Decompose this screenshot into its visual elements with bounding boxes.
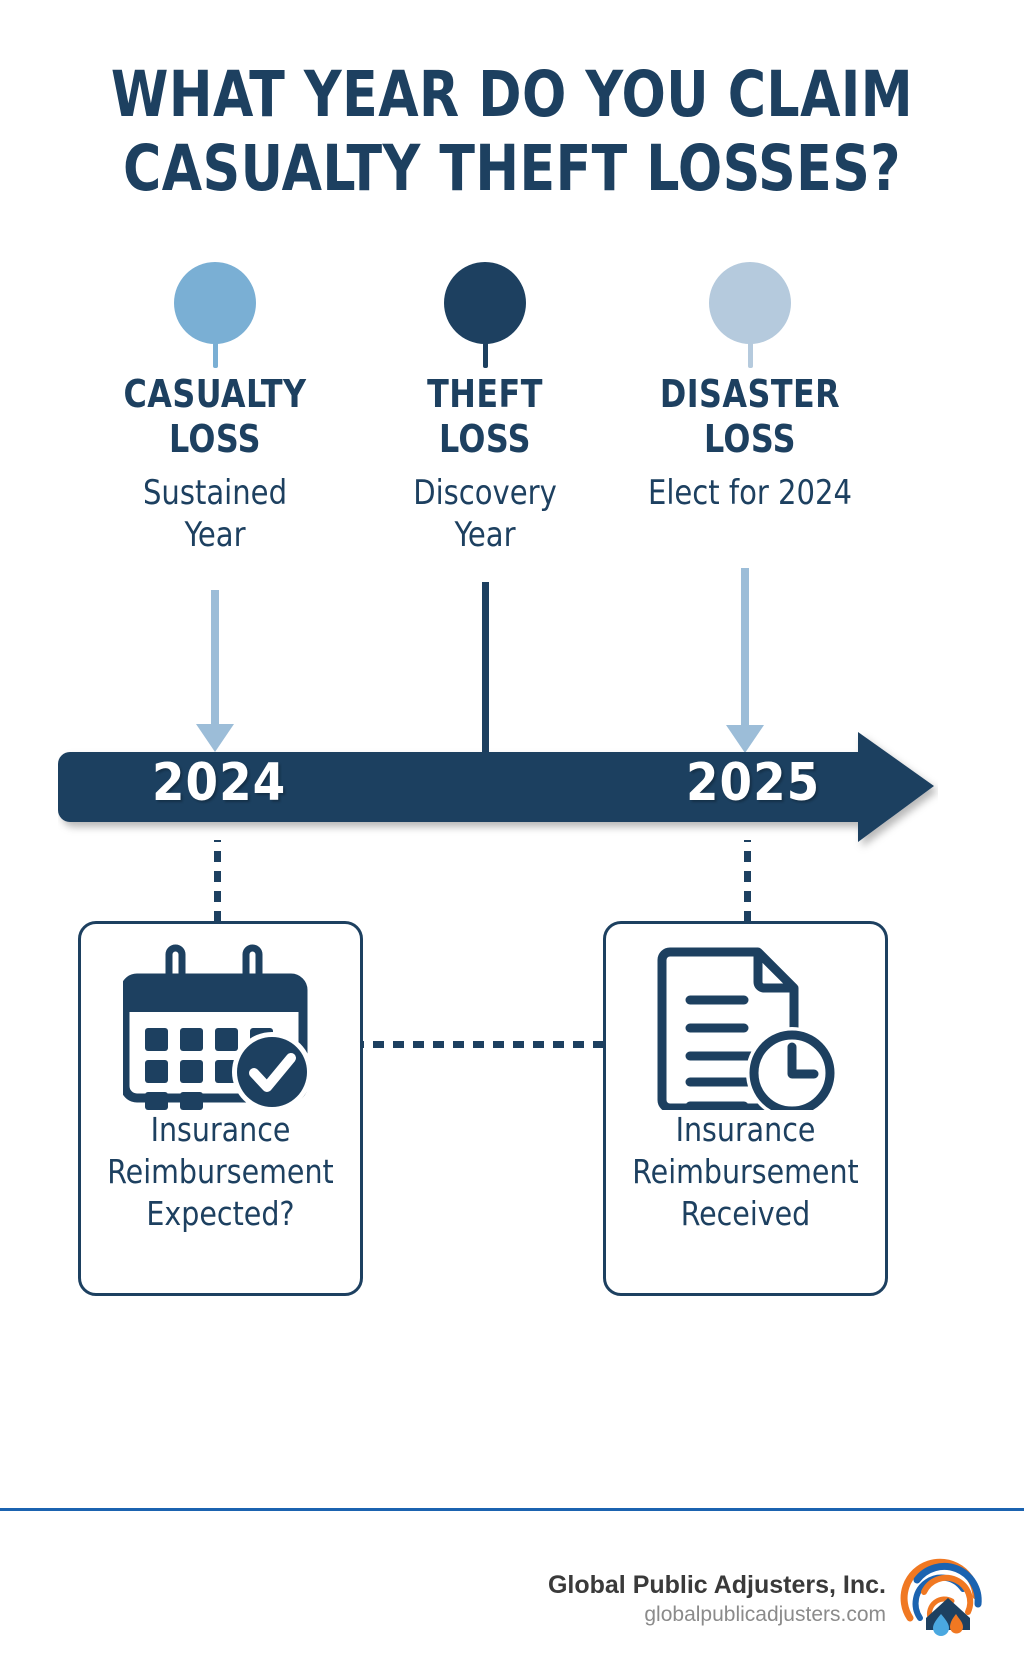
timeline-year-2024: 2024 <box>152 753 287 813</box>
column-theft-loss: THEFT LOSS Discovery Year <box>335 262 635 556</box>
card-left-caption: Insurance Reimbursement Expected? <box>87 1109 355 1235</box>
timeline-year-2025: 2025 <box>686 753 821 813</box>
subtitle-line-2: Year <box>184 515 246 555</box>
caption-line-2: Reimbursement <box>632 1152 859 1191</box>
column-casualty-loss: CASUALTY LOSS Sustained Year <box>65 262 365 556</box>
caption-line-2: Reimbursement <box>107 1152 334 1191</box>
heading-word-2: LOSS <box>703 417 797 461</box>
circle-marker-icon <box>709 262 791 344</box>
circle-marker-icon <box>174 262 256 344</box>
column-heading-disaster: DISASTER LOSS <box>611 372 890 462</box>
heading-word-1: CASUALTY <box>123 372 307 416</box>
marker-theft <box>335 262 635 372</box>
timeline-arrow-shape <box>58 732 934 842</box>
heading-word-2: LOSS <box>168 417 262 461</box>
arrow-shaft <box>481 582 489 762</box>
arrow-shaft <box>211 590 219 730</box>
calendar-check-icon <box>81 924 360 1110</box>
marker-stem <box>212 340 218 368</box>
column-heading-theft: THEFT LOSS <box>346 372 625 462</box>
heading-word-1: THEFT <box>427 372 543 416</box>
arrow-head <box>726 725 764 753</box>
marker-stem <box>482 340 488 368</box>
footer-divider <box>0 1508 1024 1511</box>
page-title: WHAT YEAR DO YOU CLAIM CASUALTY THEFT LO… <box>41 58 983 206</box>
arrow-shaft <box>741 568 749 731</box>
marker-stem <box>747 340 753 368</box>
marker-disaster <box>600 262 900 372</box>
footer-text-block: Global Public Adjusters, Inc. globalpubl… <box>548 1570 886 1629</box>
title-line-2: CASUALTY THEFT LOSSES? <box>123 132 901 205</box>
global-public-adjusters-logo <box>900 1556 986 1642</box>
caption-line-1: Insurance <box>675 1110 816 1149</box>
subtitle-line-1: Sustained <box>142 473 288 513</box>
caption-line-3: Expected? <box>146 1194 295 1233</box>
company-name: Global Public Adjusters, Inc. <box>547 1570 886 1599</box>
company-website[interactable]: globalpublicadjusters.com <box>644 1602 886 1626</box>
footer: Global Public Adjusters, Inc. globalpubl… <box>0 1530 1024 1660</box>
column-disaster-loss: DISASTER LOSS Elect for 2024 <box>600 262 900 514</box>
caption-line-1: Insurance <box>150 1110 291 1149</box>
heading-word-1: DISASTER <box>659 372 841 416</box>
heading-word-2: LOSS <box>438 417 532 461</box>
column-heading-casualty: CASUALTY LOSS <box>76 372 355 462</box>
subtitle-line-1: Elect for 2024 <box>647 473 853 513</box>
column-subtitle-disaster: Elect for 2024 <box>608 472 893 514</box>
caption-line-3: Received <box>680 1194 811 1233</box>
timeline-arrow <box>58 730 938 860</box>
card-right-caption: Insurance Reimbursement Received <box>612 1109 880 1235</box>
subtitle-line-1: Discovery <box>413 473 557 513</box>
title-line-1: WHAT YEAR DO YOU CLAIM <box>110 58 914 131</box>
connector-dotted-right <box>744 840 751 922</box>
document-clock-icon <box>606 924 885 1110</box>
subtitle-line-2: Year <box>454 515 516 555</box>
arrow-head <box>196 724 234 752</box>
marker-casualty <box>65 262 365 372</box>
circle-marker-icon <box>444 262 526 344</box>
card-insurance-reimbursement-received[interactable]: Insurance Reimbursement Received <box>603 921 888 1296</box>
card-insurance-reimbursement-expected[interactable]: Insurance Reimbursement Expected? <box>78 921 363 1296</box>
connector-dotted-left <box>214 840 221 922</box>
connector-dotted-middle <box>360 1041 606 1048</box>
column-subtitle-casualty: Sustained Year <box>73 472 358 556</box>
column-subtitle-theft: Discovery Year <box>343 472 628 556</box>
